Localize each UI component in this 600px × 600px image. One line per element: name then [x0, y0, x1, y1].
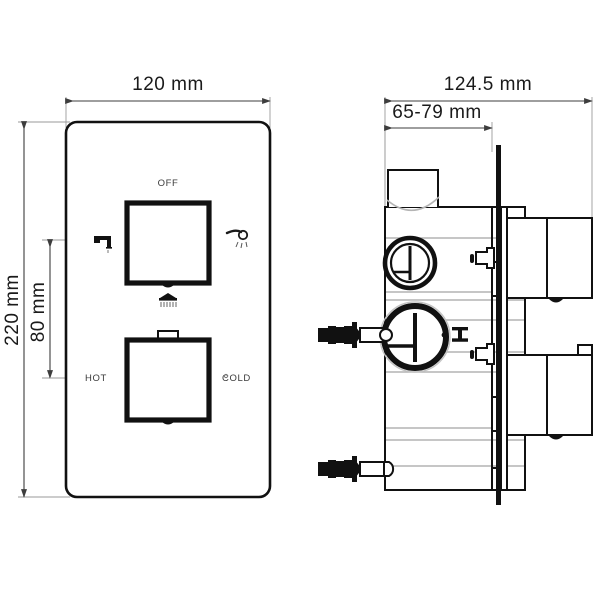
diverter-knob-bottom-notch — [160, 283, 176, 288]
temperature-knob-bottom-notch — [160, 420, 176, 425]
cold-label: COLD — [222, 373, 251, 384]
escutcheon-plate — [496, 145, 508, 505]
lower-port-fastener-icon — [441, 327, 468, 342]
hand-shower-icon — [225, 229, 249, 249]
dimension-front-height: 220 mm — [2, 121, 27, 498]
body-screw-nub-upper — [470, 247, 495, 269]
dimension-side-depth-label: 124.5 mm — [444, 74, 532, 95]
dimension-rough-in-depth-label: 65-79 mm — [392, 102, 482, 123]
wall-anchor-upper — [318, 322, 393, 348]
upper-port — [382, 235, 438, 291]
lower-handle-profile[interactable] — [506, 344, 593, 440]
side-view-group: 124.5 mm 65-79 mm — [318, 74, 593, 505]
front-view-group: 120 mm 220 mm 80 mm — [2, 74, 272, 499]
off-label: OFF — [158, 178, 179, 189]
faceplate-outline — [64, 120, 272, 499]
valve-body-neck-curve — [386, 196, 440, 212]
dimension-front-height-label: 220 mm — [2, 274, 23, 346]
dimension-front-width-label: 120 mm — [132, 74, 204, 95]
dimension-handle-spacing-label: 80 mm — [28, 282, 49, 343]
dimension-side-depth: 124.5 mm — [384, 74, 593, 104]
cold-marker-dot — [223, 373, 229, 379]
dimension-handle-spacing: 80 mm — [28, 239, 53, 379]
body-screw-nub-lower — [470, 343, 495, 365]
wall-anchor-lower — [318, 456, 395, 482]
rain-shower-head-icon — [159, 293, 177, 307]
temperature-knob[interactable] — [124, 330, 212, 425]
hot-label: HOT — [85, 373, 107, 384]
valve-body-top-neck — [387, 169, 439, 207]
tub-spout-icon — [94, 236, 112, 253]
dimension-rough-in-depth: 65-79 mm — [384, 102, 493, 131]
dimension-front-width: 120 mm — [65, 74, 271, 104]
upper-handle-profile[interactable] — [506, 217, 593, 303]
diverter-knob[interactable] — [124, 200, 212, 288]
